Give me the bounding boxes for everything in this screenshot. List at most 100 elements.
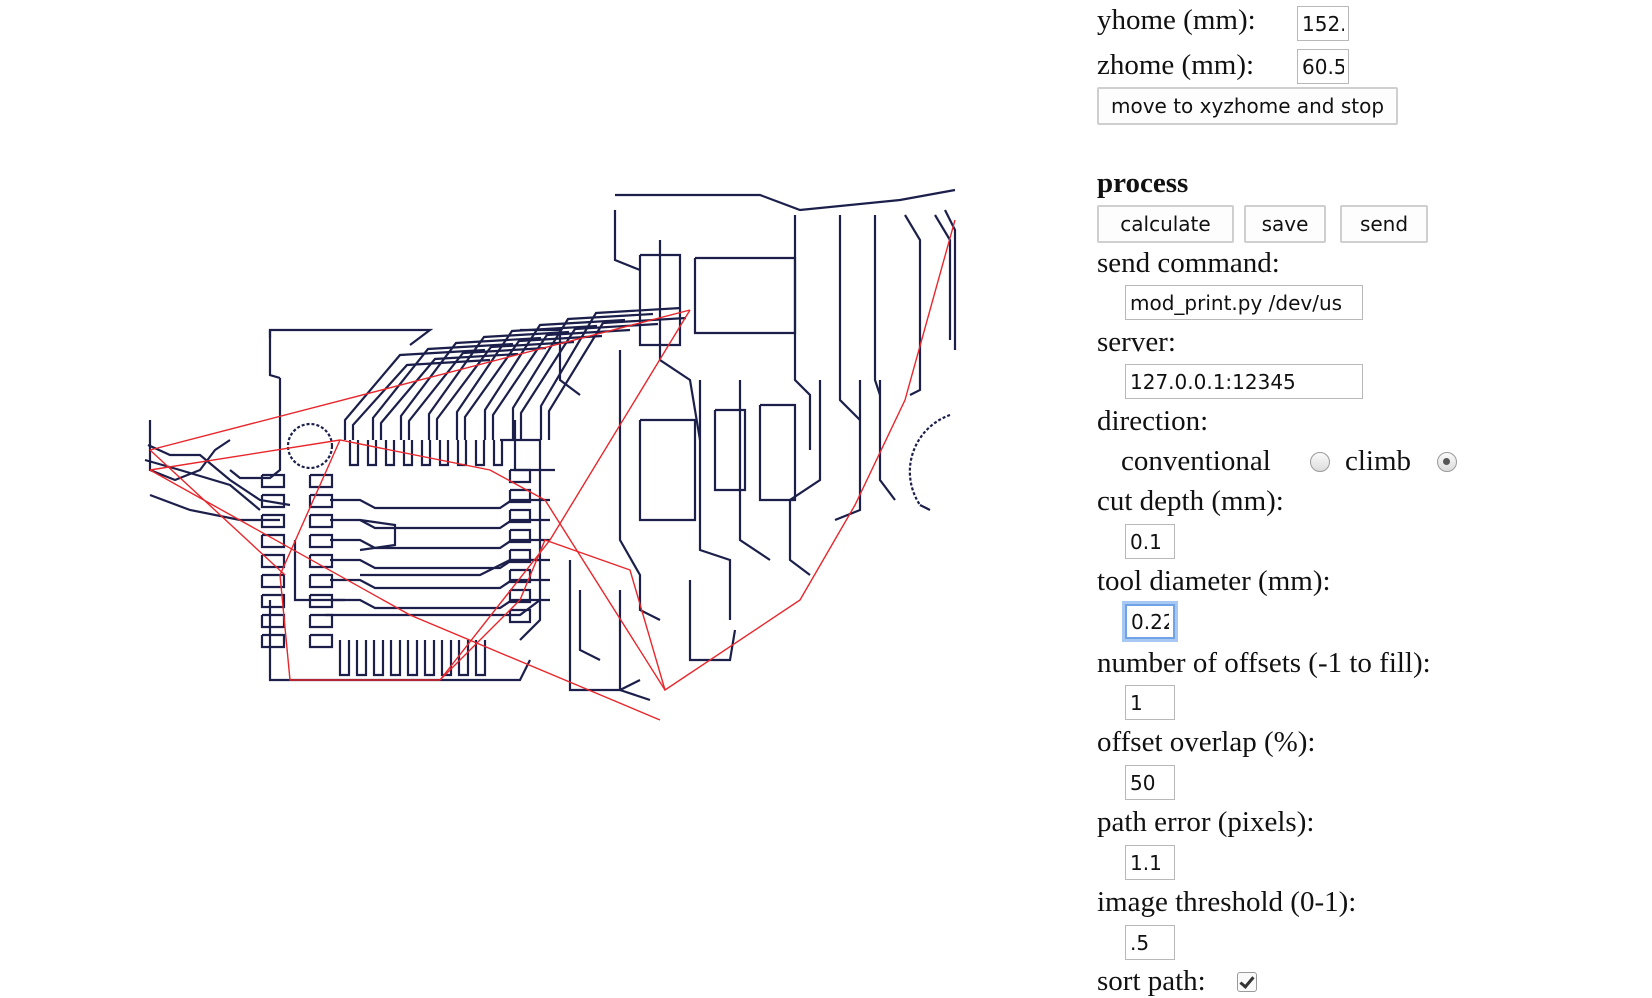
trace-path [407, 346, 547, 440]
trace-path [229, 378, 282, 480]
pad-outline [758, 403, 797, 502]
pad [308, 533, 334, 549]
trace-path [268, 330, 281, 380]
trace-path [359, 518, 397, 552]
pin-pad [492, 440, 504, 467]
pad [260, 473, 286, 489]
pad [508, 528, 532, 544]
rapid-move [149, 469, 661, 721]
trace-path [149, 493, 280, 522]
toolpath-preview [144, 188, 957, 721]
conventional-label: conventional [1121, 445, 1271, 477]
pad-outline [638, 253, 682, 347]
zhome-input[interactable] [1297, 49, 1349, 84]
trace-path [144, 458, 261, 511]
trace-path [360, 558, 540, 577]
pin-pad [438, 440, 450, 467]
controls-panel: yhome (mm): zhome (mm): move to xyzhome … [1097, 0, 1637, 997]
offsets-input[interactable] [1125, 685, 1175, 720]
yhome-input[interactable] [1297, 6, 1349, 41]
trace-path [293, 540, 345, 602]
pin-pad [372, 640, 385, 677]
threshold-label: image threshold (0-1): [1097, 886, 1357, 918]
overlap-input[interactable] [1125, 765, 1175, 800]
path-error-label: path error (pixels): [1097, 806, 1315, 838]
server-input[interactable] [1125, 364, 1363, 399]
pin-pad [440, 640, 453, 677]
trace-path [330, 538, 550, 550]
pad [260, 633, 286, 649]
pad [508, 488, 532, 504]
cut-depth-input[interactable] [1125, 524, 1175, 559]
pad [308, 553, 334, 569]
rapid-move [439, 309, 691, 681]
trace-path [919, 504, 931, 511]
pad [508, 508, 532, 524]
server-label: server: [1097, 326, 1176, 358]
trace-path [371, 342, 514, 440]
pad [308, 513, 334, 529]
rapid-move [279, 439, 440, 681]
pad [260, 533, 286, 549]
trace-path [904, 214, 922, 396]
pad [308, 473, 334, 489]
pin-pad [457, 640, 470, 677]
trace-path [519, 322, 659, 440]
trace-path [698, 380, 732, 620]
pad [260, 573, 286, 589]
rapid-move [149, 309, 691, 451]
trace-path [615, 188, 956, 212]
rapid-move [544, 499, 666, 691]
zhome-label: zhome (mm): [1097, 49, 1255, 81]
move-to-home-button[interactable]: move to xyzhome and stop [1097, 87, 1399, 125]
rapid-move [149, 439, 546, 501]
pin-pad [474, 440, 486, 467]
pad [308, 493, 334, 509]
save-button[interactable]: save [1244, 205, 1326, 243]
climb-radio[interactable] [1437, 452, 1457, 472]
trace-path [568, 560, 641, 692]
trace-path [618, 590, 651, 702]
trace-path [944, 209, 957, 350]
trace-path [878, 380, 896, 501]
send-button[interactable]: send [1340, 205, 1428, 243]
sort-path-checkbox[interactable] [1237, 972, 1257, 992]
pin-pad [420, 440, 432, 467]
trace-path [934, 214, 952, 340]
toolpath-canvas [144, 188, 957, 721]
pin-pad [355, 640, 368, 677]
conventional-radio[interactable] [1310, 452, 1330, 472]
pin-pad [474, 640, 487, 677]
trace-path [435, 340, 575, 440]
send-command-input[interactable] [1125, 285, 1363, 320]
path-error-input[interactable] [1125, 845, 1175, 880]
pad [260, 493, 286, 509]
trace-path [399, 336, 542, 440]
trace-path [330, 498, 550, 510]
pin-pad [366, 440, 378, 467]
trace-path [330, 518, 550, 530]
yhome-label: yhome (mm): [1097, 4, 1256, 36]
direction-label: direction: [1097, 405, 1209, 437]
climb-label: climb [1345, 445, 1412, 477]
threshold-input[interactable] [1125, 925, 1175, 960]
pad [508, 608, 532, 624]
trace-path [738, 380, 771, 561]
pin-pad [338, 640, 351, 677]
trace-path [618, 350, 661, 621]
trace-path [613, 210, 641, 272]
pad [308, 613, 334, 629]
arc-trace [908, 413, 951, 506]
overlap-label: offset overlap (%): [1097, 726, 1316, 758]
trace-path [483, 318, 626, 440]
calculate-button[interactable]: calculate [1097, 205, 1234, 243]
tool-diameter-input[interactable] [1125, 604, 1175, 639]
pad [508, 568, 532, 584]
pad-outline [693, 256, 797, 335]
cut-toolpaths [144, 188, 957, 702]
pad [508, 468, 532, 484]
sort-path-label: sort path: [1097, 965, 1206, 997]
trace-path [147, 443, 291, 507]
pin-pad [389, 640, 402, 677]
pad [308, 573, 334, 589]
